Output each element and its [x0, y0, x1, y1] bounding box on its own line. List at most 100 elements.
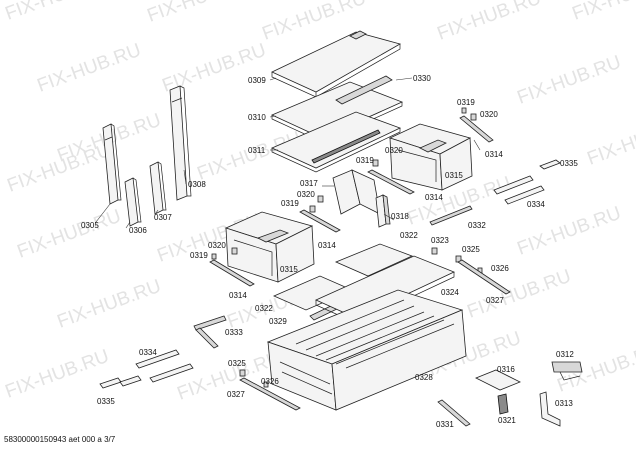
drawer-0328 [266, 289, 467, 411]
label-0311: 0311 [248, 146, 266, 155]
label-0320-b: 0320 [385, 146, 403, 155]
clip-0319-b [372, 159, 379, 167]
label-0315-a: 0315 [445, 171, 463, 180]
label-0330: 0330 [413, 74, 431, 83]
label-0321: 0321 [498, 416, 516, 425]
label-0314-c: 0314 [318, 241, 336, 250]
label-0312: 0312 [556, 350, 574, 359]
label-0325-a: 0325 [462, 245, 480, 254]
bracket-0321 [497, 393, 509, 415]
label-0314-a: 0314 [485, 150, 503, 159]
watermark: FIX-HUB.RU [515, 52, 624, 109]
label-0306: 0306 [129, 226, 147, 235]
drawer-0315-upper [388, 123, 473, 191]
clip-0323 [431, 247, 438, 255]
slide-0327-left [239, 377, 301, 411]
label-0334-b: 0334 [139, 348, 157, 357]
label-0331: 0331 [436, 420, 454, 429]
label-0320-a: 0320 [480, 110, 498, 119]
clip-0320-c [317, 195, 324, 203]
trim-0330 [335, 75, 393, 105]
label-0319-a: 0319 [457, 98, 475, 107]
label-0305: 0305 [81, 221, 99, 230]
rail-0307 [149, 161, 167, 215]
label-0327-a: 0327 [486, 296, 504, 305]
shelf-0309 [271, 30, 402, 98]
clip-0319-a [461, 107, 467, 114]
clip-0325-b [239, 369, 246, 377]
clip-0320-d [231, 247, 238, 255]
watermark: FIX-HUB.RU [3, 346, 112, 403]
label-0325-b: 0325 [228, 359, 246, 368]
label-0326-b: 0326 [261, 377, 279, 386]
label-0322-b: 0322 [255, 304, 273, 313]
post-0318 [375, 194, 391, 228]
label-0319-d: 0319 [190, 251, 208, 260]
label-0327-b: 0327 [227, 390, 245, 399]
watermark: FIX-HUB.RU [3, 0, 112, 25]
label-0314-d: 0314 [229, 291, 247, 300]
slide-0327-right [457, 259, 511, 295]
slide-0314-lower [209, 259, 255, 287]
slide-0314-center [367, 169, 415, 195]
watermark: FIX-HUB.RU [35, 40, 144, 97]
hinge-0313 [539, 391, 561, 427]
slide-0314-upper-right [459, 115, 494, 143]
label-0307: 0307 [154, 213, 172, 222]
label-0316: 0316 [497, 365, 515, 374]
part-labels: 0305 0306 0307 0308 0309 0330 0310 0311 … [81, 74, 578, 429]
watermark: FIX-HUB.RU [435, 0, 544, 45]
label-0324: 0324 [441, 288, 459, 297]
drawer-0315-lower [224, 211, 315, 283]
shelf-0322-upper [334, 243, 414, 277]
footer-code: 58300000150943 aet 000 a 3/7 [4, 435, 116, 444]
rail-0335-upper [539, 159, 561, 170]
label-0323: 0323 [431, 236, 449, 245]
label-0317: 0317 [300, 179, 318, 188]
rail-0334-lower [135, 349, 194, 383]
watermark: FIX-HUB.RU [515, 203, 624, 260]
watermark: FIX-HUB.RU [55, 276, 164, 333]
label-0313: 0313 [555, 399, 573, 408]
rail-0308 [169, 85, 192, 201]
label-0319-b: 0319 [356, 156, 374, 165]
label-0335-b: 0335 [97, 397, 115, 406]
divider-0317 [332, 169, 381, 215]
watermark: FIX-HUB.RU [145, 0, 254, 27]
label-0320-d: 0320 [208, 241, 226, 250]
label-0326-a: 0326 [491, 264, 509, 273]
hinge-0312 [551, 361, 583, 381]
clip-0319-d [211, 253, 217, 260]
rail-0305 [102, 123, 122, 205]
rail-0331 [437, 399, 471, 427]
label-0318: 0318 [391, 212, 409, 221]
label-0314-b: 0314 [425, 193, 443, 202]
watermark: FIX-HUB.RU [570, 0, 636, 25]
label-0335-a: 0335 [560, 159, 578, 168]
clip-0320-a [470, 113, 477, 121]
watermark: FIX-HUB.RU [195, 128, 304, 185]
watermark: FIX-HUB.RU [15, 206, 124, 263]
slide-0314-left [299, 209, 341, 233]
rail-0306 [124, 177, 142, 227]
label-0310: 0310 [248, 113, 266, 122]
rail-0332 [429, 205, 473, 226]
label-0319-c: 0319 [281, 199, 299, 208]
label-0309: 0309 [248, 76, 266, 85]
leader-lines [95, 77, 481, 229]
rail-0334-upper [493, 175, 545, 205]
label-0322-a: 0322 [400, 231, 418, 240]
label-0332: 0332 [468, 221, 486, 230]
watermark: FIX-HUB.RU [585, 113, 636, 170]
clip-0326-b [263, 381, 269, 388]
bracket-0333 [193, 315, 227, 349]
label-0320-c: 0320 [297, 190, 315, 199]
shelf-0311 [271, 111, 402, 173]
plate-0316 [475, 369, 521, 391]
label-0334-a: 0334 [527, 200, 545, 209]
label-0333: 0333 [225, 328, 243, 337]
label-0308: 0308 [188, 180, 206, 189]
label-0328: 0328 [415, 373, 433, 382]
